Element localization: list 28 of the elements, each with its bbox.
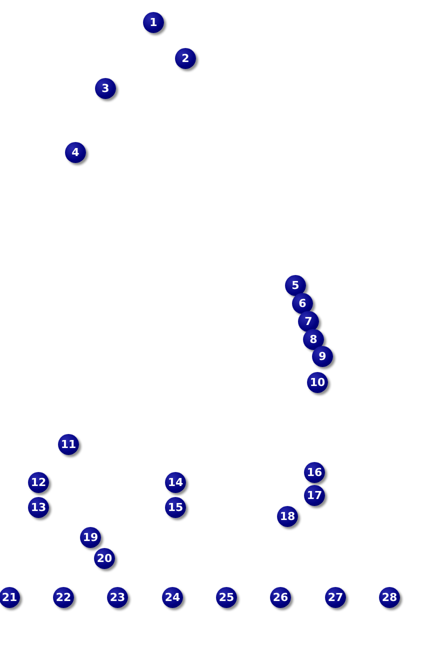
callout-number: 1	[143, 12, 164, 33]
callout-number: 12	[28, 472, 49, 493]
callout-number: 18	[277, 506, 298, 527]
callout-number: 25	[216, 587, 237, 608]
callout-number: 14	[165, 472, 186, 493]
callout-number: 4	[65, 142, 86, 163]
callout-number: 27	[325, 587, 346, 608]
callout-number: 6	[292, 293, 313, 314]
callout-number: 28	[379, 587, 400, 608]
callout-number: 11	[58, 434, 79, 455]
callout-number: 19	[80, 527, 101, 548]
callout-number: 16	[304, 462, 325, 483]
callout-number: 10	[307, 372, 328, 393]
callout-number: 8	[303, 329, 324, 350]
callout-number: 2	[175, 48, 196, 69]
callout-number: 9	[312, 346, 333, 367]
callout-number: 17	[304, 485, 325, 506]
callout-number: 22	[53, 587, 74, 608]
callout-number: 3	[95, 78, 116, 99]
callout-number: 20	[94, 548, 115, 569]
callout-number: 21	[0, 587, 20, 608]
callout-number: 5	[285, 275, 306, 296]
callout-number: 7	[298, 311, 319, 332]
callout-number: 13	[28, 497, 49, 518]
callout-number: 24	[162, 587, 183, 608]
callout-number: 15	[165, 497, 186, 518]
callout-number: 23	[107, 587, 128, 608]
callout-number: 26	[270, 587, 291, 608]
